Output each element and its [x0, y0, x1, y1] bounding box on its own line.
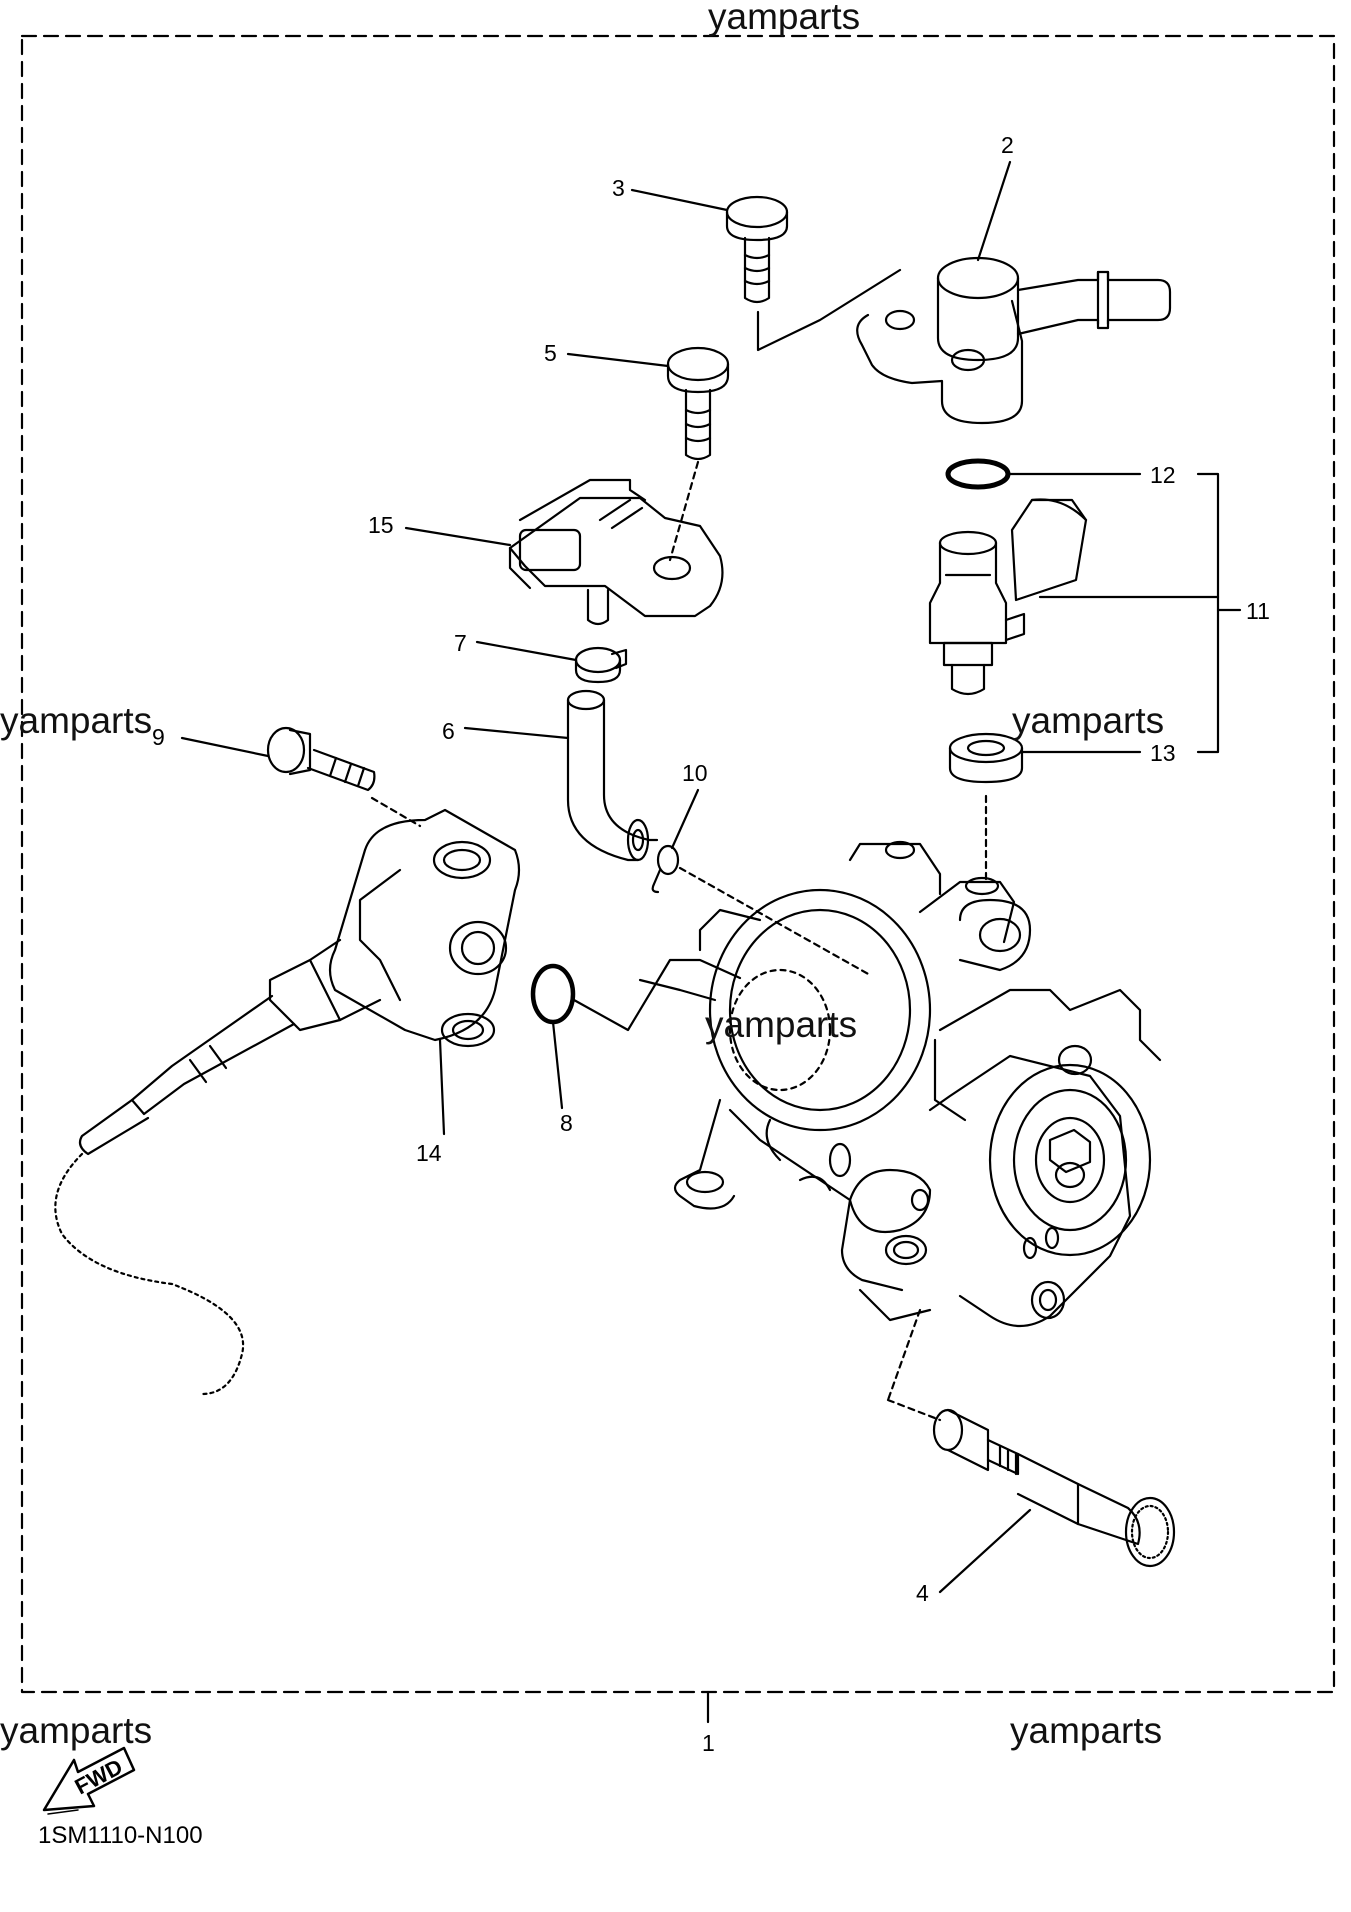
callout-3: 3 [612, 175, 625, 201]
part-13-seal [948, 732, 1024, 784]
callout-7: 7 [454, 630, 467, 656]
part-1-throttle-body [638, 840, 1162, 1327]
fwd-arrow-icon [42, 1746, 136, 1815]
part-2-fuel-joint [856, 256, 1172, 425]
part-3-bolt [725, 195, 789, 304]
dashline-4b [886, 1398, 942, 1422]
leader-2 [976, 160, 1012, 262]
watermark-left-mid: yamparts [0, 700, 153, 741]
watermark-bottom-left: yamparts [0, 1710, 153, 1751]
leader-6 [463, 726, 570, 740]
leader-5 [566, 352, 670, 368]
callout-5: 5 [544, 340, 557, 366]
callout-13: 13 [1150, 740, 1176, 766]
leader-4 [938, 1508, 1032, 1594]
part-4-adjust-screw [932, 1408, 1176, 1568]
part-7-clamp [574, 646, 628, 684]
callout-14: 14 [416, 1140, 442, 1166]
leader-9 [180, 736, 270, 758]
part-10-clip [651, 844, 680, 894]
watermark-bottom-right: yamparts [1010, 1710, 1163, 1751]
leader-14 [438, 1038, 446, 1136]
callout-9: 9 [152, 724, 165, 750]
part-9-screw [266, 726, 376, 792]
dashline-3-2 [756, 268, 902, 352]
part-15-pressure-sensor [508, 478, 724, 626]
dashline-5-15 [668, 460, 700, 562]
callout-8: 8 [560, 1110, 573, 1136]
callout-12: 12 [1150, 462, 1176, 488]
part-5-screw [666, 346, 730, 461]
leader-3 [630, 188, 729, 212]
watermark-right-mid: yamparts [1012, 700, 1165, 741]
part-6-hose [566, 689, 659, 862]
part-8-o-ring [530, 963, 576, 1025]
leader-7 [475, 640, 578, 662]
callout-1: 1 [702, 1730, 715, 1756]
assembly-frame [20, 34, 1336, 1694]
dashline-9-14 [370, 796, 422, 828]
dashline-10-body [678, 866, 872, 977]
leader-15 [404, 526, 512, 547]
part-12-o-ring [945, 458, 1011, 490]
part-11-injector [928, 498, 1088, 696]
dashline-4-body [886, 1308, 922, 1402]
callout-4: 4 [916, 1580, 929, 1606]
callout-2: 2 [1001, 132, 1014, 158]
leader-10 [670, 788, 700, 850]
diagram-code: 1SM1110-N100 [38, 1822, 203, 1849]
watermark-top: yamparts [708, 0, 861, 37]
callout-15: 15 [368, 512, 394, 538]
callout-10: 10 [682, 760, 708, 786]
dashline-8-body [572, 958, 742, 1032]
bracket-11 [1196, 472, 1220, 754]
watermark-center: yamparts [705, 1004, 858, 1045]
callout-11: 11 [1246, 598, 1270, 624]
part-14-tps-sensor [54, 808, 521, 1396]
leader-8 [551, 1020, 564, 1110]
callout-6: 6 [442, 718, 455, 744]
